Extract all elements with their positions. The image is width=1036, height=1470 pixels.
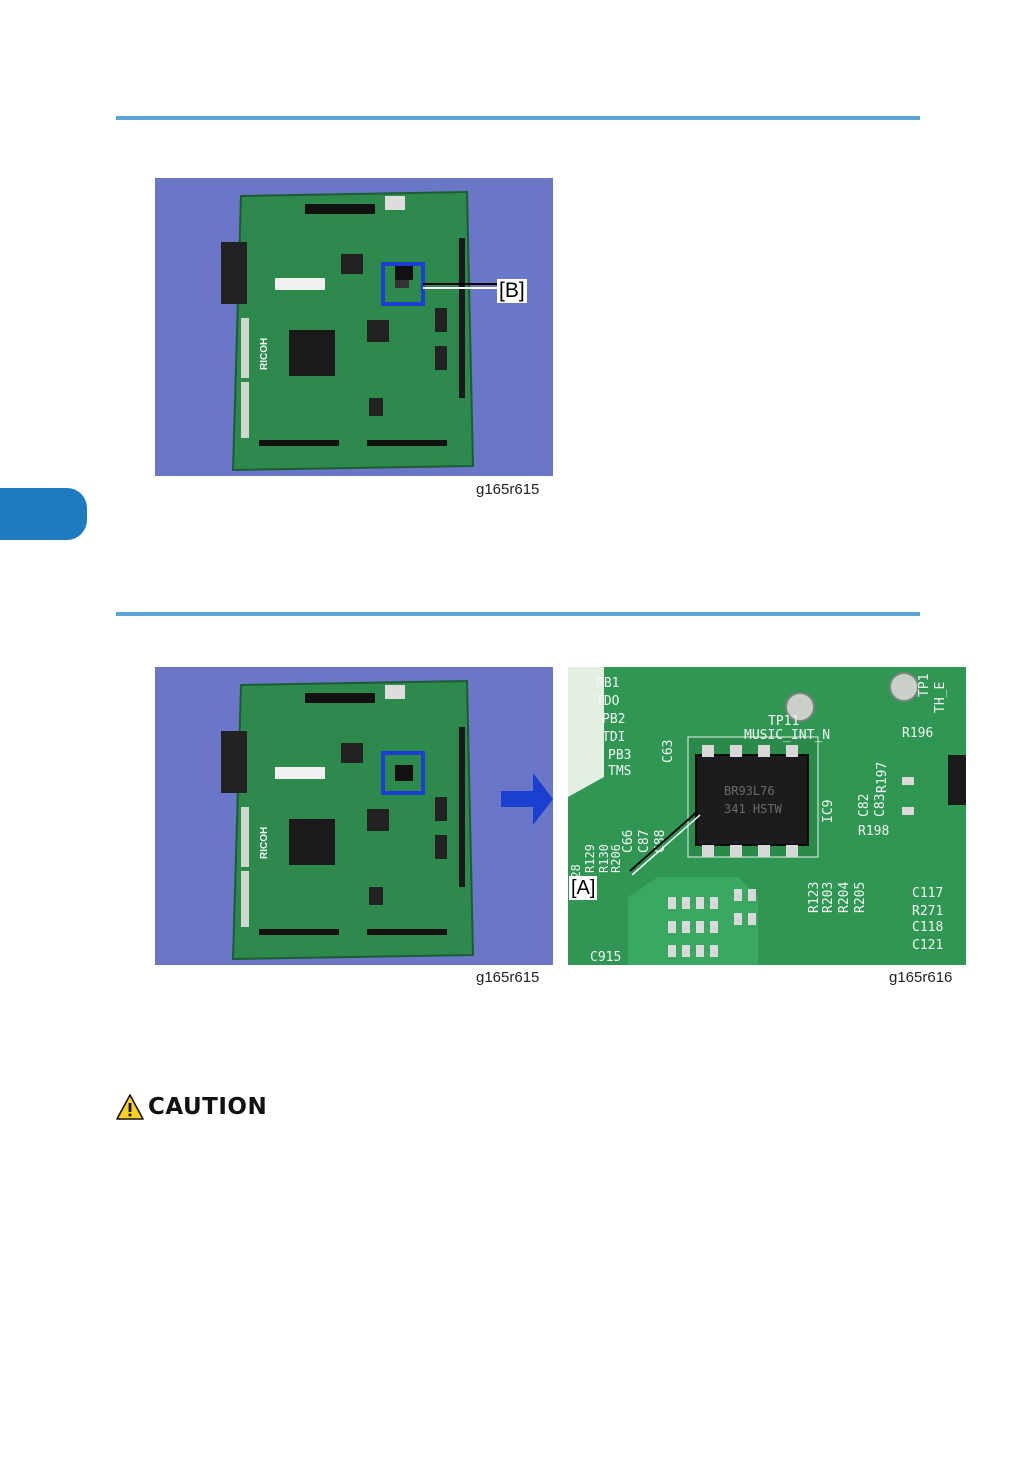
silkscreen-text: R123 [807, 882, 822, 913]
silkscreen-text: C82 [857, 794, 872, 817]
silkscreen-text: R205 [853, 882, 868, 913]
silkscreen-text: R196 [902, 726, 933, 741]
figure-caption-3: g165r616 [889, 969, 952, 986]
chip-closeup-photo: BR93L76 341 HSTW PB1 TDO PB2 TDI PB3 TMS… [568, 667, 966, 965]
silkscreen-text: MUSIC_INT_N [744, 728, 830, 743]
silkscreen-text: R206 [609, 844, 623, 873]
chip-marking-2: 341 HSTW [724, 802, 783, 816]
board-photo-overview-1: RICOH [155, 178, 553, 476]
silkscreen-text: C66 [621, 830, 636, 853]
callout-b: [B] [497, 279, 527, 303]
silkscreen-text: C121 [912, 938, 943, 953]
callout-a: [A] [569, 876, 597, 900]
silkscreen-text: C117 [912, 886, 943, 901]
caution-heading: CAUTION [116, 1094, 267, 1120]
silkscreen-text: C83 [873, 794, 888, 817]
silkscreen-text: IC9 [821, 800, 836, 823]
caution-label: CAUTION [148, 1094, 267, 1120]
silkscreen-text: TH_E [933, 682, 948, 713]
silkscreen-text: TDO [596, 694, 620, 709]
silkscreen-text: C87 [637, 830, 652, 853]
silkscreen-text: R129 [583, 844, 597, 873]
eeprom-chip [696, 755, 808, 845]
board-logo: RICOH [259, 338, 270, 370]
silkscreen-text: C915 [590, 950, 621, 965]
board-photo-overview-2: RICOH [155, 667, 553, 965]
warning-triangle-icon [116, 1094, 144, 1120]
silkscreen-text: PB1 [596, 676, 619, 691]
silkscreen-text: R204 [837, 882, 852, 913]
silkscreen-text: TDI [602, 730, 625, 745]
silkscreen-text: TP11 [768, 714, 799, 729]
silkscreen-text: R198 [858, 824, 889, 839]
figure-caption-2: g165r615 [476, 969, 539, 986]
silkscreen-text: PB3 [608, 748, 631, 763]
chip-marking-1: BR93L76 [724, 784, 775, 798]
chapter-tab [0, 488, 87, 540]
board-logo: RICOH [259, 827, 270, 859]
silkscreen-text: C63 [661, 740, 676, 763]
silkscreen-text: R203 [821, 882, 836, 913]
silkscreen-text: TP1 [917, 674, 932, 697]
silkscreen-text: R197 [875, 762, 890, 793]
silkscreen-text: PB2 [602, 712, 625, 727]
silkscreen-text: C118 [912, 920, 943, 935]
silkscreen-text: TMS [608, 764, 631, 779]
figure-caption-1: g165r615 [476, 481, 539, 498]
section-divider-top [116, 116, 920, 120]
silkscreen-text: R271 [912, 904, 943, 919]
section-divider [116, 612, 920, 616]
